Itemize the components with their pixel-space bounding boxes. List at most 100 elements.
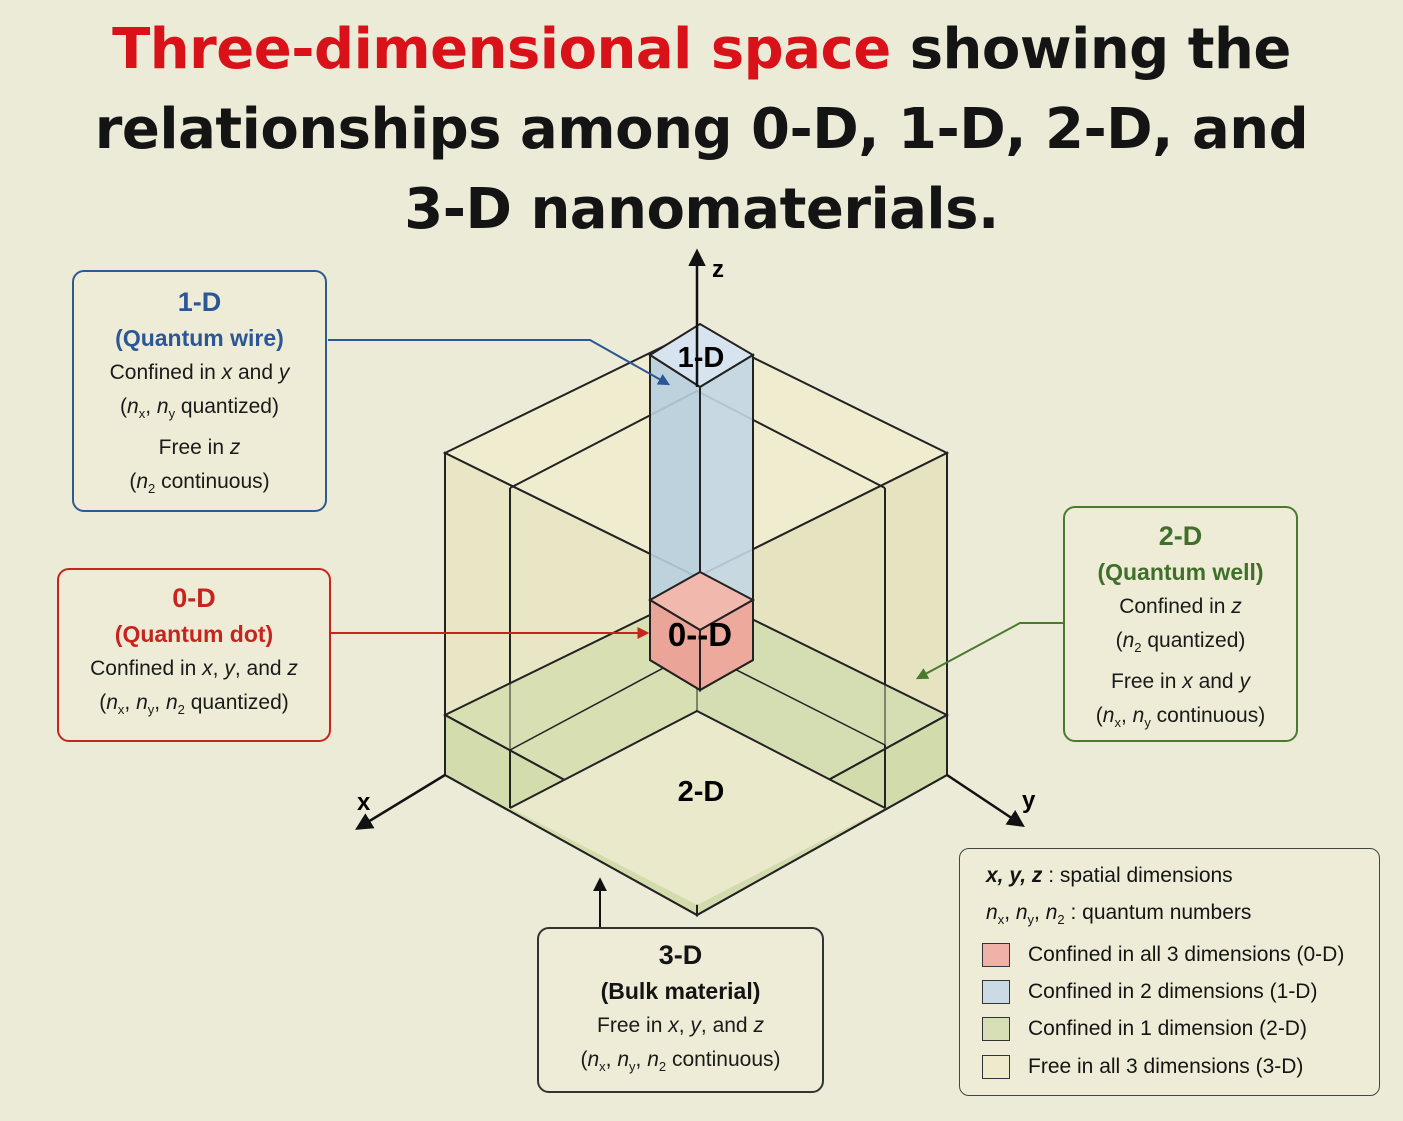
subscript: 2 [148,481,156,497]
subscript: 2 [1057,912,1065,928]
var-x: x [221,361,233,384]
text: and [232,361,279,384]
y-axis-label: y [1022,787,1036,814]
callout-arrow-2d [915,622,1063,680]
card-2d-line-2: (n2 quantized) [1065,624,1296,665]
var-n: n [136,470,149,494]
text: , [678,1014,691,1037]
axes: z x y [355,248,1036,830]
var-n: n [127,395,139,418]
card-2d-head: 2-D [1158,521,1203,551]
var-n: n [647,1048,659,1071]
quantum-well-slab [442,590,950,917]
card-bulk-material: 3-D (Bulk material) Free in x, y, and z … [537,927,824,1093]
text: quantized) [175,395,279,418]
card-1d-line-4: (n2 continuous) [74,465,325,506]
subscript: x [138,406,146,422]
var-z: z [229,436,241,460]
subscript: x [997,912,1005,928]
text: , [1004,901,1016,924]
var-y: y [224,657,235,680]
text: Free in [158,436,230,460]
legend-row-quantum: nx, ny, n2 : quantum numbers [986,898,1251,935]
var-n: n [1015,901,1028,924]
card-2d-line-4: (nx, ny continuous) [1065,699,1296,740]
text: continuous) [155,470,270,494]
title-line-2: relationships among 0-D, 1-D, 2-D, and [94,97,1309,162]
text: , [635,1048,648,1071]
card-1d-head: 1-D [177,287,222,317]
text: , and [700,1014,754,1037]
subscript: y [1144,715,1151,731]
subscript: y [629,1059,636,1075]
subscript: 2 [177,702,185,718]
title-highlight: Three-dimensional space [112,17,891,82]
card-quantum-wire: 1-D (Quantum wire) Confined in x and y (… [72,270,327,512]
var-n: n [1122,629,1135,652]
text: ( [129,470,137,494]
card-0d-line-2: (nx, ny, n2 quantized) [59,686,329,727]
legend-text: : quantum numbers [1064,901,1252,924]
x-axis-label: x [357,789,371,816]
var-n: n [156,395,169,418]
callout-arrow-1d [328,339,671,386]
subscript: x [117,702,125,718]
text: ( [99,691,107,714]
subscript: y [147,702,155,718]
subscript: x [1114,715,1121,731]
card-2d-sub: (Quantum well) [1097,559,1264,585]
legend-swatch-3d [982,1055,1010,1079]
text: continuous) [1150,704,1266,728]
text: quantized) [184,691,289,714]
subscript: x [599,1059,606,1075]
var-y: y [278,361,290,384]
diagram-label-2d: 2-D [678,776,725,808]
legend-text: : spatial dimensions [1042,864,1233,887]
text: ( [1115,629,1123,652]
text: ( [120,395,128,418]
legend-label-3d: Free in all 3 dimensions (3-D) [1028,1055,1304,1078]
card-0d-line-1: Confined in x, y, and z [59,652,329,686]
z-axis-label: z [712,256,724,283]
text: Confined in [1119,595,1232,618]
text: Free in [597,1014,669,1037]
text: Confined in [109,361,222,384]
var-z: z [753,1014,764,1037]
title-line-1-rest: showing the [890,17,1292,82]
diagram-label-0d: 0--D [668,616,732,653]
subscript: y [1027,912,1035,928]
text: , [145,395,157,418]
legend-swatch-2d [982,1017,1010,1041]
text: quantized) [1141,629,1246,652]
var-n: n [1132,704,1145,728]
var-x: x [202,657,213,680]
card-2d-line-1: Confined in z [1065,590,1296,624]
card-3d-line-1: Free in x, y, and z [539,1009,822,1043]
quantum-dot-cube [648,570,756,692]
text: and [1192,670,1240,694]
text: Confined in [90,657,203,680]
var-n: n [136,691,148,714]
var-n: n [617,1048,630,1071]
card-1d-line-3: Free in z [74,431,325,465]
text: , [1034,901,1046,924]
text: ( [580,1048,588,1071]
var-n: n [986,901,998,924]
text: , [605,1048,618,1071]
legend-vars: x, y, z [986,864,1043,887]
title-line-1: Three-dimensional space showing the [0,10,1403,90]
subscript: 2 [1134,640,1142,656]
card-0d-sub: (Quantum dot) [114,621,274,647]
legend-row-spatial: x, y, z : spatial dimensions [986,861,1233,891]
text: continuous) [666,1048,781,1071]
diagram-label-1d: 1-D [678,342,725,374]
legend-swatch-1d [982,980,1010,1004]
legend-label-2d: Confined in 1 dimension (2-D) [1028,1017,1307,1040]
text: Free in [1111,670,1183,694]
card-3d-sub: (Bulk material) [600,978,761,1004]
text: , [212,657,225,680]
var-n: n [1102,704,1115,728]
var-y: y [690,1014,701,1037]
var-n: n [587,1048,600,1071]
